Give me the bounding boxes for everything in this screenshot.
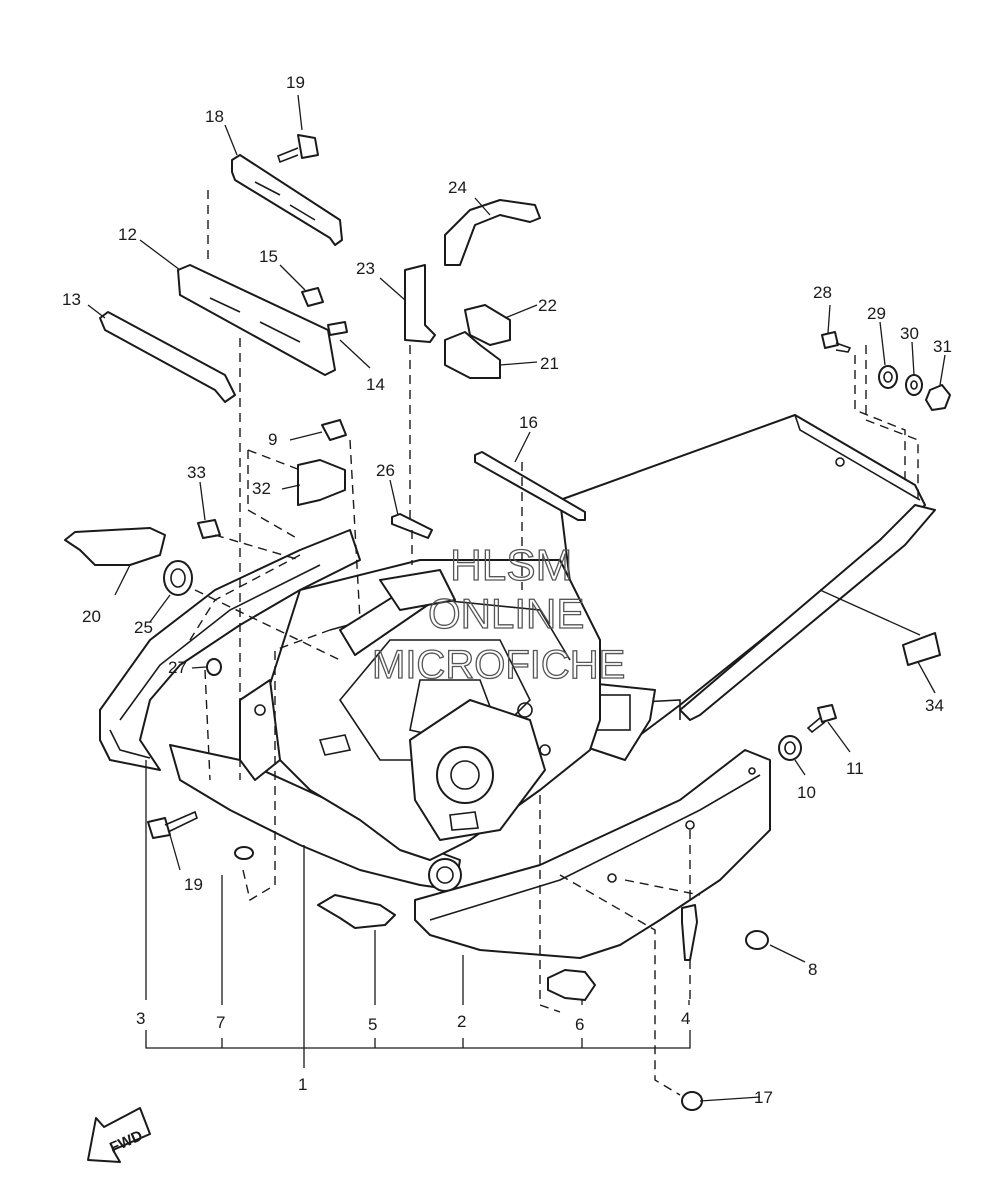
callout-34: 34 — [925, 696, 944, 715]
callout-3: 3 — [136, 1009, 145, 1028]
bumper-part-20 — [64, 527, 166, 566]
callout-14: 14 — [366, 375, 385, 394]
strip-part-16 — [474, 451, 586, 521]
callout-1: 1 — [298, 1075, 307, 1094]
watermark-line-3: MICROFICHE — [372, 643, 625, 687]
callout-33: 33 — [187, 463, 206, 482]
washer-part-30 — [905, 374, 923, 396]
callout-10: 10 — [797, 783, 816, 802]
bolt-part-33 — [197, 519, 221, 539]
side-panel — [414, 749, 771, 959]
callout-6: 6 — [575, 1015, 584, 1034]
nut-part-15 — [301, 287, 324, 307]
callout-23: 23 — [356, 259, 375, 278]
handle-part-24 — [444, 199, 541, 266]
callout-20: 20 — [82, 607, 101, 626]
plate-part-12 — [177, 264, 336, 376]
washer-part-29 — [878, 365, 898, 389]
callout-30: 30 — [900, 324, 919, 343]
bushing-part-10 — [778, 735, 802, 761]
grommet-part-9 — [321, 419, 347, 441]
cap-part-8 — [745, 930, 769, 950]
callout-7: 7 — [216, 1013, 225, 1032]
pin-part-4 — [681, 904, 698, 961]
callout-labels: 1 2 3 4 5 6 7 8 9 10 11 12 13 14 15 16 1… — [62, 73, 952, 1107]
callout-22: 22 — [538, 296, 557, 315]
assembly-lines — [189, 190, 919, 1096]
bracket-part-18 — [231, 154, 343, 246]
bolt-part-19-top — [277, 134, 319, 164]
watermark-line-2: ONLINE — [428, 590, 584, 637]
callout-8: 8 — [808, 960, 817, 979]
label-part-14 — [327, 321, 348, 336]
callout-18: 18 — [205, 107, 224, 126]
callout-15: 15 — [259, 247, 278, 266]
callout-32: 32 — [252, 479, 271, 498]
watermark-line-1: HLSM — [450, 541, 572, 590]
cap-part-7 — [234, 846, 254, 860]
bracket-part-23 — [404, 264, 436, 343]
leader-lines — [87, 94, 946, 1102]
bolt-part-11 — [806, 704, 837, 734]
callout-13: 13 — [62, 290, 81, 309]
callout-31: 31 — [933, 337, 952, 356]
callout-9: 9 — [268, 430, 277, 449]
rail-part-13 — [99, 311, 236, 403]
bushing-part-25 — [163, 560, 193, 596]
callout-11: 11 — [846, 759, 864, 778]
callout-17: 17 — [754, 1088, 773, 1107]
block-part-21 — [444, 331, 501, 379]
label-part-34 — [902, 632, 941, 666]
clip-part-32 — [297, 459, 346, 506]
callout-28: 28 — [813, 283, 832, 302]
watermark: HLSM ONLINE MICROFICHE — [371, 540, 626, 687]
callout-27: 27 — [168, 658, 187, 677]
cap-part-17 — [681, 1091, 703, 1111]
callout-4: 4 — [681, 1009, 690, 1028]
plug-part-27 — [206, 658, 222, 676]
callout-29: 29 — [867, 304, 886, 323]
callout-2: 2 — [457, 1012, 466, 1031]
callout-16: 16 — [519, 413, 538, 432]
bracket-part-5 — [317, 894, 396, 929]
callout-19-top: 19 — [286, 73, 305, 92]
block-part-22 — [464, 304, 511, 346]
callout-24: 24 — [448, 178, 467, 197]
callout-21: 21 — [540, 354, 559, 373]
bar-part-26 — [391, 513, 433, 539]
nut-part-31 — [925, 384, 951, 411]
callout-5: 5 — [368, 1015, 377, 1034]
callout-25: 25 — [134, 618, 153, 637]
callout-19-lower: 19 — [184, 875, 203, 894]
clamp-part-6 — [547, 969, 596, 1001]
bolt-part-19-lower — [147, 810, 198, 839]
fwd-direction-arrow: FWD — [87, 1107, 151, 1163]
callout-26: 26 — [376, 461, 395, 480]
bolt-part-28 — [821, 331, 852, 353]
callout-12: 12 — [118, 225, 137, 244]
